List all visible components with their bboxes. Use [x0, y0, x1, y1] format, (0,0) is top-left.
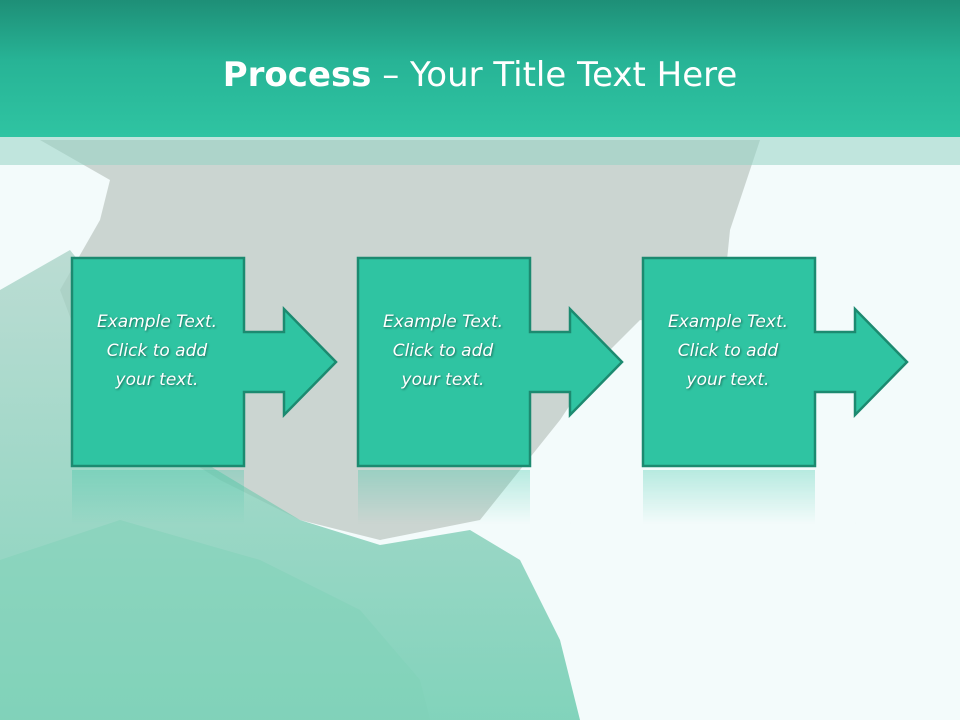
- arrow-right-icon: [641, 256, 909, 468]
- step-text: Example Text. Click to add your text.: [667, 312, 789, 390]
- step-text: Example Text. Click to add your text.: [96, 312, 218, 390]
- process-step-3[interactable]: Example Text. Click to add your text.: [641, 256, 941, 548]
- header-strip: [0, 137, 960, 165]
- title-bold: Process: [222, 55, 372, 95]
- title-rest: – Your Title Text Here: [371, 55, 738, 95]
- step-text: Example Text. Click to add your text.: [382, 312, 504, 390]
- slide-title[interactable]: Process – Your Title Text Here: [0, 50, 960, 100]
- arrow-right-icon: [70, 256, 338, 468]
- process-step-2[interactable]: Example Text. Click to add your text.: [356, 256, 696, 548]
- step-reflection: [358, 470, 588, 548]
- step-reflection: [643, 470, 873, 548]
- process-step-1[interactable]: Example Text. Click to add your text.: [70, 256, 410, 548]
- arrow-right-icon: [356, 256, 624, 468]
- step-reflection: [72, 470, 302, 548]
- header-bar: [0, 0, 960, 137]
